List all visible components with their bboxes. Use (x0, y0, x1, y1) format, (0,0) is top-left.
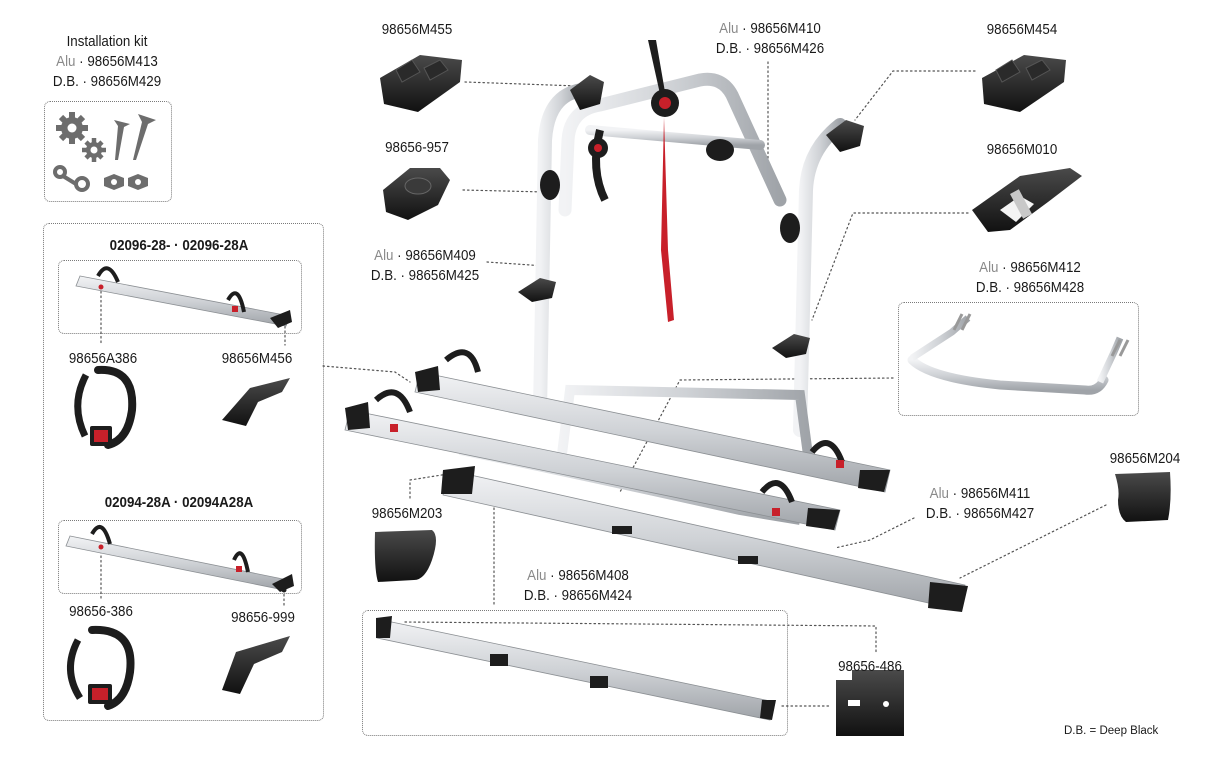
legend-deep-black: D.B. = Deep Black (1064, 725, 1159, 737)
kit-title: Installation kit (66, 34, 148, 50)
kit-label: Installation kit Alu · 98656M413 D.B. · … (44, 32, 171, 92)
label-409-alu-code: 98656M409 (405, 248, 476, 264)
part-386b-strap (66, 625, 135, 710)
label-412: Alu · 98656M412 D.B. · 98656M428 (975, 260, 1085, 296)
kit-db-code: 98656M429 (90, 74, 162, 90)
rail-upper (414, 349, 891, 493)
label-408-alu-code: 98656M408 (558, 568, 629, 584)
bottom-crossbar (441, 466, 968, 612)
part-957-holder (383, 168, 450, 220)
label-455: 98656M455 (381, 22, 453, 38)
label-412-alu-code: 98656M412 (1010, 260, 1081, 276)
label-486: 98656-486 (838, 659, 902, 675)
nut-icon (104, 174, 148, 190)
kit-alu-prefix: Alu (56, 54, 76, 70)
installation-kit-icons (53, 112, 156, 192)
leader-group-a (322, 365, 411, 383)
label-410-db-code: 98656M426 (753, 41, 825, 57)
label-411-alu-prefix: Alu (929, 486, 949, 502)
label-411-db-prefix: D.B. (925, 506, 952, 522)
part-408-box (362, 610, 788, 736)
label-411-db-code: 98656M427 (963, 506, 1035, 522)
label-456: 98656M456 (221, 351, 293, 367)
part-999-holder (222, 636, 290, 694)
label-957: 98656-957 (385, 140, 449, 156)
leader-486 (404, 621, 877, 653)
label-410-db-prefix: D.B. (715, 41, 742, 57)
label-412-db-code: 98656M428 (1013, 280, 1085, 296)
label-010: 98656M010 (986, 142, 1058, 158)
group-a-title: 02096-28- · 02096-28A (109, 238, 249, 254)
part-386a-strap (74, 365, 137, 449)
label-408-alu-prefix: Alu (527, 568, 547, 584)
label-408-db-code: 98656M424 (561, 588, 633, 604)
label-409-db-code: 98656M425 (408, 268, 480, 284)
label-409-db-prefix: D.B. (370, 268, 397, 284)
part-408-bar (376, 616, 776, 721)
kit-db-prefix: D.B. (52, 74, 79, 90)
label-999: 98656-999 (231, 610, 295, 626)
label-412-db-prefix: D.B. (975, 280, 1002, 296)
leader-412 (619, 377, 894, 493)
part-010-clamp (972, 168, 1082, 232)
label-411-alu-code: 98656M411 (960, 486, 1031, 502)
label-409: Alu · 98656M409 D.B. · 98656M425 (370, 248, 480, 284)
leader-957 (462, 189, 546, 193)
part-454-chock (982, 55, 1066, 112)
group-b-title: 02094-28A · 02094A28A (104, 495, 254, 511)
installation-kit-box (44, 101, 172, 202)
gear-icon (56, 112, 106, 162)
screw-icon (114, 114, 156, 160)
label-410: Alu · 98656M410 D.B. · 98656M426 (715, 21, 825, 57)
leader-454 (854, 70, 976, 121)
chain-link-icon (53, 165, 90, 192)
rail-lower (344, 389, 841, 531)
part-486-plate (836, 670, 904, 736)
group-b-rail (65, 525, 294, 593)
label-410-alu-prefix: Alu (719, 21, 739, 37)
label-408: Alu · 98656M408 D.B. · 98656M424 (523, 568, 633, 604)
group-b-inner-box (58, 520, 302, 594)
label-409-alu-prefix: Alu (374, 248, 394, 264)
part-412-box (898, 302, 1139, 416)
label-410-alu-code: 98656M410 (750, 21, 821, 37)
part-412-bracket (907, 313, 1130, 395)
leader-455 (464, 81, 579, 87)
part-203-endcap (374, 530, 436, 582)
leader-204 (959, 504, 1107, 579)
label-386b: 98656-386 (69, 604, 133, 620)
label-408-db-prefix: D.B. (523, 588, 550, 604)
label-203: 98656M203 (371, 506, 443, 522)
main-carrier (344, 40, 968, 612)
leader-203 (409, 473, 449, 499)
part-455-chock (380, 55, 462, 112)
leader-409 (486, 261, 546, 267)
group-a-inner-box (58, 260, 302, 334)
label-412-alu-prefix: Alu (979, 260, 999, 276)
label-204: 98656M204 (1109, 451, 1181, 467)
label-411: Alu · 98656M411 D.B. · 98656M427 (925, 486, 1035, 522)
label-454: 98656M454 (986, 22, 1058, 38)
leader-411 (834, 517, 915, 549)
kit-alu-code: 98656M413 (87, 54, 158, 70)
group-a-rail (75, 266, 292, 328)
label-386a: 98656A386 (68, 351, 138, 367)
part-204-endcap (1115, 472, 1171, 522)
part-456-holder (222, 378, 290, 426)
rail-group-box (43, 223, 324, 721)
leader-lines (100, 61, 1107, 707)
